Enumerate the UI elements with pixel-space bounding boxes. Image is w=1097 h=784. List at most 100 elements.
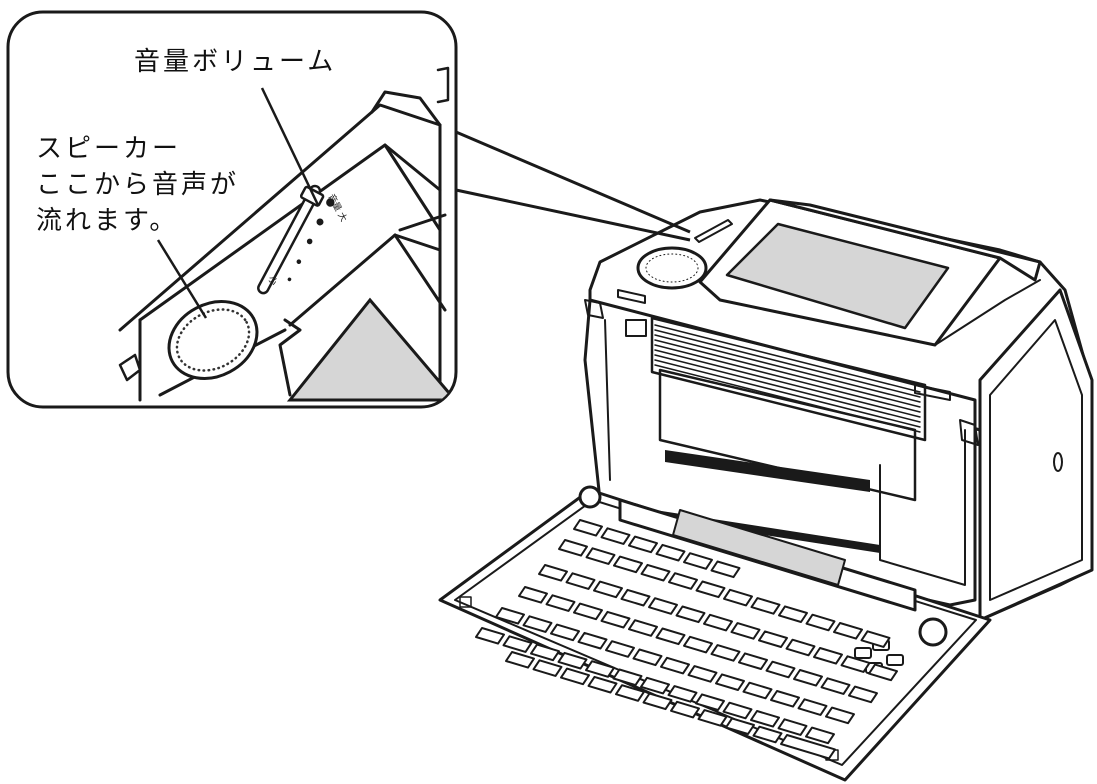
tray-corner-left [459, 596, 472, 608]
key [505, 651, 535, 669]
key [780, 734, 836, 760]
level-dot-1 [287, 277, 292, 282]
key [628, 619, 658, 637]
key [660, 656, 690, 675]
level-dot-4 [316, 218, 324, 226]
key [778, 605, 808, 623]
key [687, 665, 718, 683]
key [758, 630, 788, 648]
key [805, 613, 836, 632]
key [813, 647, 843, 665]
zoom-screen [286, 297, 455, 402]
leader-line-speaker [156, 239, 208, 319]
key [560, 667, 590, 686]
key [675, 605, 706, 624]
key [628, 535, 658, 554]
key [683, 635, 713, 654]
key [667, 685, 698, 703]
level-dot-2 [296, 259, 302, 264]
speaker-label-line2: ここから音声が [36, 170, 240, 200]
key [557, 651, 588, 670]
key [565, 572, 596, 590]
hinge-right [959, 419, 979, 446]
keyboard-keys [475, 519, 898, 760]
device-speaker [636, 246, 708, 290]
key [770, 690, 800, 708]
side-latch [1053, 452, 1063, 472]
callout-box: 音量 大 小 [6, 10, 458, 409]
key [648, 597, 678, 615]
key [632, 648, 663, 667]
key [573, 519, 603, 537]
dial-button [918, 617, 948, 647]
key [640, 563, 671, 582]
key [683, 552, 713, 570]
key [785, 638, 816, 657]
key [522, 615, 553, 633]
level-dot-5 [326, 198, 335, 207]
speaker-label-line3: 流れます。 [36, 206, 179, 236]
key [558, 539, 588, 557]
key [613, 555, 643, 574]
power-button [578, 485, 602, 509]
zoom-top-tab [436, 66, 450, 104]
key [725, 717, 755, 735]
key [475, 627, 505, 645]
key [545, 594, 576, 612]
zoom-lid-edge [118, 103, 442, 332]
keyboard-tray-inner [454, 499, 977, 766]
key [550, 623, 580, 642]
key [820, 677, 851, 695]
hinge-left [584, 299, 604, 319]
paper-slot [665, 450, 870, 492]
key [833, 622, 863, 640]
word-processor-device [438, 198, 1094, 782]
zoom-connector [455, 130, 691, 242]
key [805, 726, 835, 745]
device-right-side [978, 288, 1094, 622]
key [612, 668, 643, 687]
key [703, 613, 733, 632]
zoom-line-bottom [455, 188, 691, 242]
key [668, 572, 698, 590]
key [825, 706, 855, 725]
display-base [934, 279, 1041, 346]
grille-frame [650, 316, 927, 442]
key [532, 659, 563, 677]
key [848, 685, 878, 704]
display-screen [725, 222, 950, 330]
key [738, 652, 768, 670]
key [777, 718, 808, 736]
key [742, 681, 773, 700]
zoom-line-top [455, 130, 691, 234]
key [670, 700, 700, 719]
volume-slider-knob [299, 185, 325, 207]
key [710, 560, 741, 579]
key [640, 676, 670, 695]
key [593, 580, 623, 599]
zoom-clip-left [118, 353, 142, 382]
paper-slot-panel [658, 368, 917, 502]
key [715, 673, 745, 691]
key [752, 725, 783, 744]
key [697, 709, 728, 727]
key [502, 635, 533, 653]
key [587, 675, 618, 694]
zoom-speaker-mesh [175, 308, 251, 372]
key [655, 543, 686, 562]
inner-wall-left [604, 319, 611, 481]
key [765, 660, 796, 679]
key [600, 527, 631, 545]
level-dot-3 [306, 238, 313, 245]
key [600, 610, 631, 629]
key [730, 622, 761, 640]
key [723, 588, 753, 607]
device-speaker-mesh [645, 253, 699, 283]
roller-window [672, 509, 846, 586]
key [585, 660, 615, 678]
key [710, 644, 741, 662]
front-clip-right [914, 384, 951, 401]
device-volume-slot [694, 219, 733, 243]
speaker-label-line1: スピーカー [36, 134, 182, 164]
zoom-inner-wall [383, 143, 442, 232]
